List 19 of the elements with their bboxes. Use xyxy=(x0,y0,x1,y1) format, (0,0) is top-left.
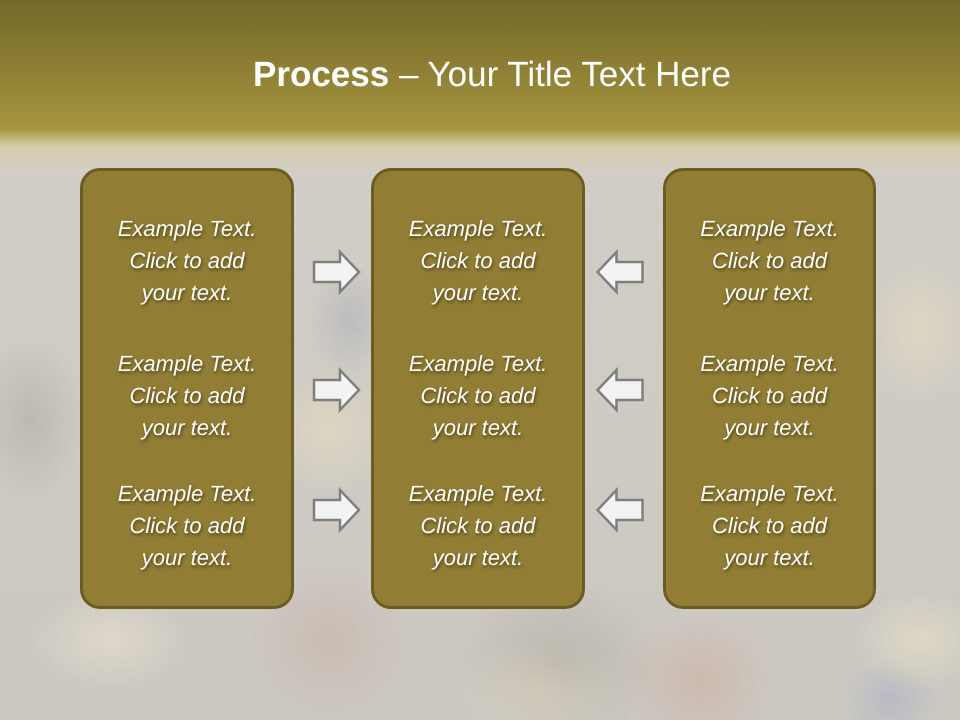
block-arrow xyxy=(596,248,644,296)
block-arrow xyxy=(312,366,361,414)
example-text: Example Text. Click to add your text. xyxy=(116,215,258,307)
example-text: Example Text. Click to add your text. xyxy=(116,480,258,572)
rounded-panel xyxy=(663,168,876,609)
example-text: Example Text. Click to add your text. xyxy=(408,480,548,572)
example-text: Example Text. Click to add your text. xyxy=(699,480,840,572)
example-text: Example Text. Click to add your text. xyxy=(116,350,258,442)
block-arrow xyxy=(596,366,644,414)
example-text: Example Text. Click to add your text. xyxy=(699,350,840,442)
example-text: Example Text. Click to add your text. xyxy=(699,215,840,307)
title: Process – Your Title Text Here xyxy=(253,54,731,96)
block-arrow xyxy=(312,486,361,534)
block-arrow xyxy=(312,248,361,296)
example-text: Example Text. Click to add your text. xyxy=(408,215,548,307)
example-text: Example Text. Click to add your text. xyxy=(408,350,548,442)
rounded-panel xyxy=(80,168,294,609)
rounded-panel xyxy=(371,168,585,609)
block-arrow xyxy=(596,486,644,534)
